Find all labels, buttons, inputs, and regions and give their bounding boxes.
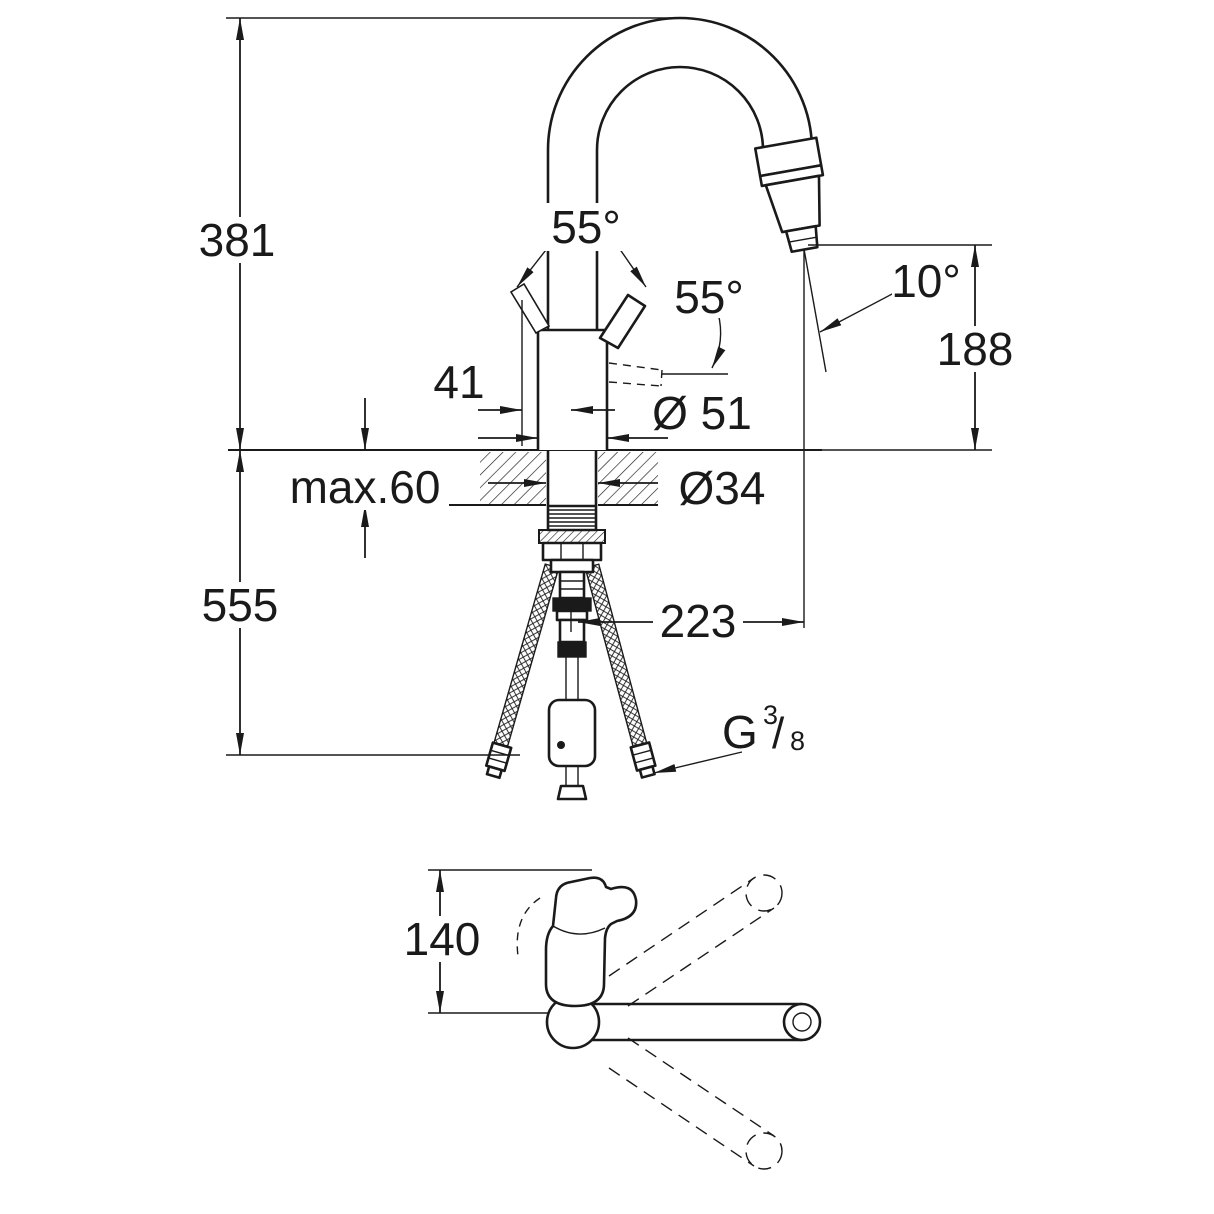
dim-41-label: 41 [433, 356, 484, 408]
angle-10-label: 10° [891, 255, 961, 307]
thread-letter: G [722, 706, 758, 758]
pullout-hose [547, 570, 597, 801]
dim-dia34-label: Ø34 [679, 462, 766, 514]
top-view [516, 874, 822, 1170]
faucet-body [536, 328, 609, 450]
dim-381-label: 381 [199, 214, 276, 266]
mounting-shank [546, 451, 598, 532]
handle-alt-top-view [516, 897, 541, 957]
spout-arm-top-view [591, 1002, 822, 1042]
angle-55-top-label: 55° [551, 201, 621, 253]
thread-slash: / [772, 709, 785, 758]
dim-188-label: 188 [937, 323, 1014, 375]
dim-dia51-label: Ø 51 [652, 387, 752, 439]
handle-lever-side-position [608, 362, 728, 387]
dim-555-label: 555 [202, 579, 279, 631]
hose-weight [547, 698, 597, 768]
spray-head [753, 136, 825, 254]
mounting-nut [541, 541, 603, 562]
dimensions [226, 17, 992, 1014]
undercounter-assembly [484, 451, 657, 801]
handle-top-view [516, 876, 638, 1008]
thread-leader [653, 751, 743, 774]
labels: 381 555 max.60 41 Ø 51 Ø34 55° 55° 10° 1… [199, 201, 1014, 965]
base-collar [549, 558, 595, 574]
dim-140-label: 140 [404, 913, 481, 965]
handle-lever [598, 293, 647, 350]
handle-lever-alt-position [509, 282, 551, 335]
angle-10-leader [819, 292, 895, 333]
thread-denominator: 8 [790, 726, 805, 756]
thread-numerator: 3 [763, 700, 778, 730]
mounting-washer [538, 529, 606, 544]
supply-hose-left [484, 563, 560, 780]
thread-spec-label: G 3 / 8 [722, 700, 805, 758]
angle-55-side-label: 55° [674, 271, 744, 323]
dim-223-label: 223 [660, 595, 737, 647]
dim-max60-label: max.60 [290, 461, 441, 513]
spout-swing-range [608, 874, 783, 1170]
